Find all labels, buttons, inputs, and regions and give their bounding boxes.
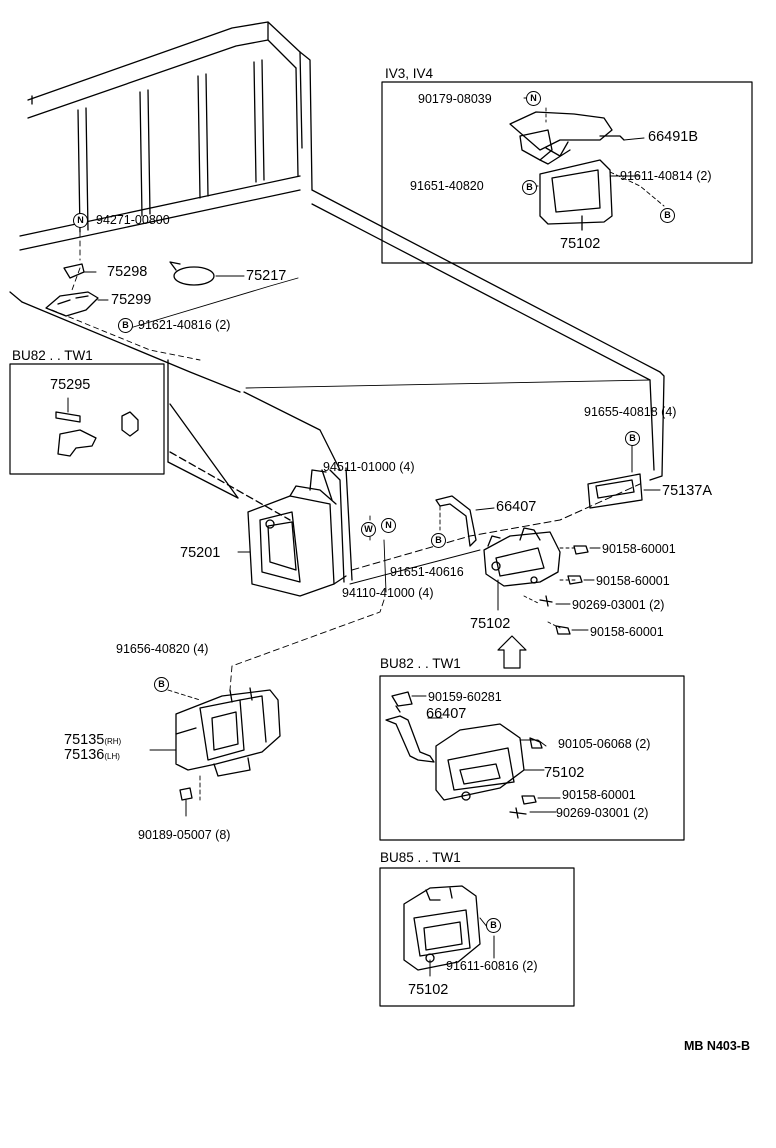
rod-66407-main <box>435 495 477 547</box>
bracket-75299 <box>45 291 99 317</box>
bu82-bottom-inset-parts <box>385 691 561 819</box>
n-badge-icon: N <box>526 91 541 106</box>
part-label-90105-06068: 90105-06068 (2) <box>558 737 651 751</box>
iv-inset-parts <box>509 97 665 231</box>
part-label-75136: 75136(LH) <box>64 748 120 763</box>
part-label-91651-40820: 91651-40820 <box>410 179 484 193</box>
inset-title-bu85: BU85 . . TW1 <box>380 850 461 865</box>
part-label-94511-01000: 94511-01000 (4) <box>323 460 415 474</box>
part-label-94271-00800: 94271-00800 <box>96 213 170 227</box>
part-suffix-lh: (LH) <box>104 752 120 761</box>
b-badge-icon: B <box>486 918 501 933</box>
bu82-top-inset-parts <box>55 397 139 457</box>
part-number-75136: 75136 <box>64 747 105 763</box>
part-label-75217: 75217 <box>246 268 287 284</box>
part-label-91611-60816: 91611-60816 (2) <box>446 959 538 973</box>
part-label-91651-40616: 91651-40616 <box>390 565 464 579</box>
part-label-90179-08039: 90179-08039 <box>418 92 492 106</box>
inset-title-bu82-bottom: BU82 . . TW1 <box>380 656 461 671</box>
part-label-75102-bu82: 75102 <box>544 765 585 781</box>
bracket-75137a <box>587 473 643 509</box>
latch-75102-main <box>483 527 561 587</box>
bu85-inset-parts <box>403 885 495 977</box>
inset-title-bu82-top: BU82 . . TW1 <box>12 348 93 363</box>
diagram-code: MB N403-B <box>684 1039 750 1053</box>
inset-title-iv: IV3, IV4 <box>385 66 434 81</box>
part-label-90269-03001-a: 90269-03001 (2) <box>572 598 665 612</box>
part-suffix-rh: (RH) <box>104 737 122 746</box>
b-badge-icon: B <box>154 677 169 692</box>
part-label-90158-60001-b: 90158-60001 <box>596 574 670 588</box>
part-label-91655-40818: 91655-40818 (4) <box>584 405 677 419</box>
part-label-75102-iv: 75102 <box>560 236 601 252</box>
part-number-75135: 75135 <box>64 732 105 748</box>
part-label-75201: 75201 <box>180 545 221 561</box>
b-badge-icon: B <box>625 431 640 446</box>
b-badge-icon: B <box>431 533 446 548</box>
b-badge-icon: B <box>522 180 537 195</box>
part-label-66407-main: 66407 <box>496 499 537 515</box>
b-badge-icon: B <box>118 318 133 333</box>
ring-75217 <box>173 266 215 286</box>
lamp-75201 <box>237 469 347 597</box>
part-label-94110-41000: 94110-41000 (4) <box>342 586 434 600</box>
arrow-up <box>497 635 527 669</box>
part-label-75299: 75299 <box>111 292 152 308</box>
part-label-91611-40814: 91611-40814 (2) <box>620 169 712 183</box>
part-label-90158-60001-d: 90158-60001 <box>562 788 636 802</box>
part-label-90158-60001-c: 90158-60001 <box>590 625 664 639</box>
clip-75298 <box>63 263 85 279</box>
part-label-75102-main: 75102 <box>470 616 511 632</box>
part-label-91621-40816: 91621-40816 (2) <box>138 318 231 332</box>
n-badge-icon: N <box>73 213 88 228</box>
truck-bed-drawing <box>9 21 665 585</box>
part-label-90158-60001-a: 90158-60001 <box>602 542 676 556</box>
part-label-75137a: 75137A <box>662 483 712 499</box>
w-badge-icon: W <box>361 522 376 537</box>
part-label-75298: 75298 <box>107 264 148 280</box>
part-label-90189-05007: 90189-05007 (8) <box>138 828 231 842</box>
b-badge-icon: B <box>660 208 675 223</box>
part-label-90159-60281: 90159-60281 <box>428 690 502 704</box>
bracket-75135-75136 <box>175 687 281 777</box>
part-label-75135: 75135(RH) <box>64 733 121 748</box>
n-badge-icon: N <box>381 518 396 533</box>
part-label-75295: 75295 <box>50 377 91 393</box>
part-label-75102-bu85: 75102 <box>408 982 449 998</box>
part-label-66491b: 66491B <box>648 129 698 145</box>
part-label-90269-03001-b: 90269-03001 (2) <box>556 806 649 820</box>
part-label-66407-inset: 66407 <box>426 706 467 722</box>
part-label-91656-40820: 91656-40820 (4) <box>116 642 209 656</box>
